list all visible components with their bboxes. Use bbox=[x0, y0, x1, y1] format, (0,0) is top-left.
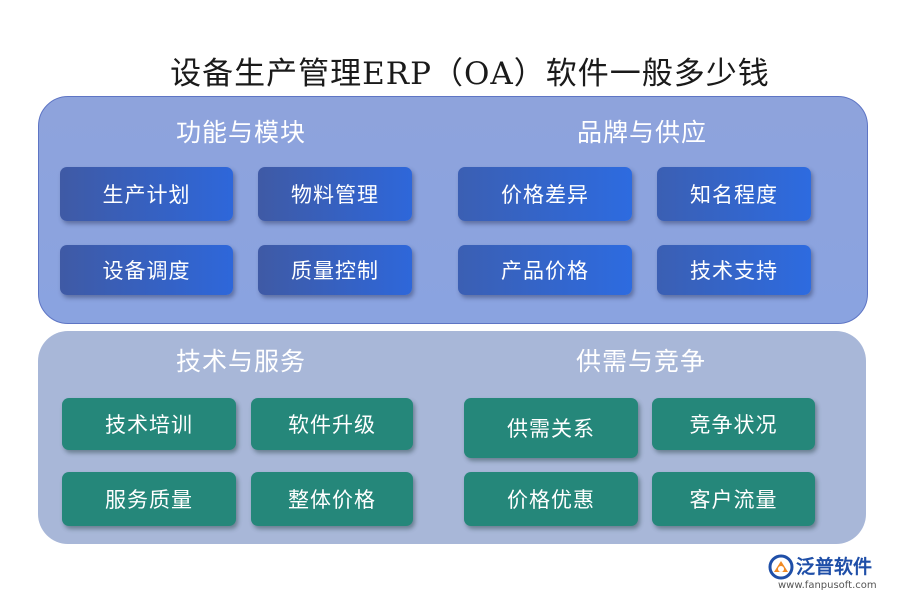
box-customer-flow: 客户流量 bbox=[652, 472, 815, 526]
fanpu-logo-icon bbox=[768, 554, 794, 580]
section-title-functions: 功能与模块 bbox=[176, 118, 307, 147]
section-title-tech-service: 技术与服务 bbox=[176, 347, 307, 376]
box-service-quality: 服务质量 bbox=[62, 472, 236, 526]
box-competition-status: 竞争状况 bbox=[652, 398, 815, 450]
box-quality-control: 质量控制 bbox=[258, 245, 412, 295]
logo-name: 泛普软件 bbox=[796, 556, 873, 578]
logo-url: www.fanpusoft.com bbox=[778, 580, 877, 591]
box-equipment-scheduling: 设备调度 bbox=[60, 245, 233, 295]
box-price-difference: 价格差异 bbox=[458, 167, 632, 221]
box-tech-training: 技术培训 bbox=[62, 398, 236, 450]
section-title-supply-competition: 供需与竞争 bbox=[576, 347, 707, 376]
box-material-management: 物料管理 bbox=[258, 167, 412, 221]
box-tech-support: 技术支持 bbox=[657, 245, 811, 295]
fanpu-logo: 泛普软件 www.fanpusoft.com bbox=[768, 552, 893, 596]
box-price-discount: 价格优惠 bbox=[464, 472, 638, 526]
box-brand-recognition: 知名程度 bbox=[657, 167, 811, 221]
box-software-upgrade: 软件升级 bbox=[251, 398, 413, 450]
diagram-title: 设备生产管理ERP（OA）软件一般多少钱 bbox=[170, 56, 770, 92]
box-overall-price: 整体价格 bbox=[251, 472, 413, 526]
box-production-plan: 生产计划 bbox=[60, 167, 233, 221]
section-title-brand: 品牌与供应 bbox=[577, 118, 708, 147]
box-product-price: 产品价格 bbox=[458, 245, 632, 295]
box-supply-demand: 供需关系 bbox=[464, 398, 638, 458]
